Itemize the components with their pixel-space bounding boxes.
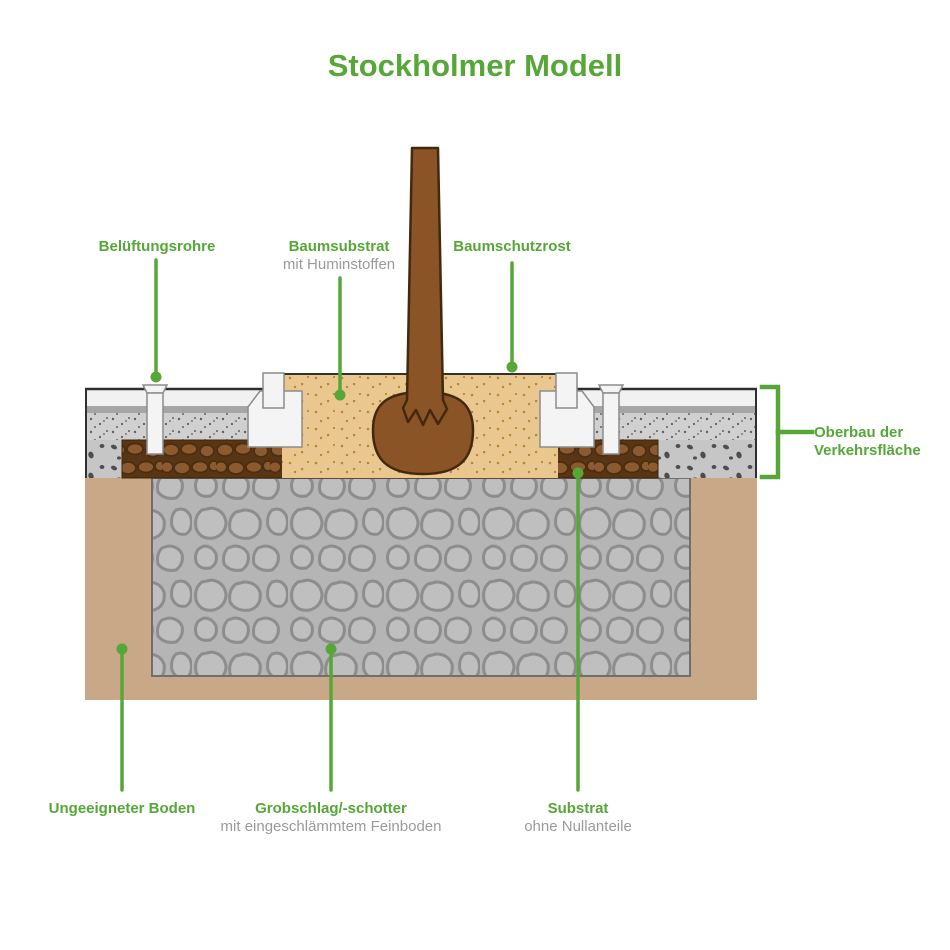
label-belueftungsrohre-text: Belüftungsrohre: [98, 238, 216, 255]
label-grobschlag-subtext: mit eingeschlämmtem Feinboden: [220, 818, 442, 835]
pointer-lines: [120, 258, 580, 792]
pointer-dots: [116, 361, 584, 655]
tree-protection-grate: [247, 372, 595, 448]
label-baumsubstrat-text: Baumsubstrat: [288, 238, 390, 255]
aeration-pipe-left-flange: [141, 384, 169, 394]
label-oberbau-line1: Oberbau der: [814, 424, 904, 441]
label-ungeeigneter-boden-text: Ungeeigneter Boden: [48, 800, 196, 817]
aeration-pipe-right: [602, 392, 620, 455]
grate-curb-right: [539, 390, 595, 448]
label-grobschlag-text: Grobschlag/-schotter: [255, 800, 407, 817]
label-baumsubstrat: Baumsubstrat mit Huminstoffen: [283, 238, 395, 274]
label-belueftungsrohre: Belüftungsrohre: [99, 238, 216, 256]
aeration-pipe-left: [146, 392, 164, 455]
label-oberbau: Oberbau der Verkehrsfläche: [814, 424, 921, 460]
page-title: Stockholmer Modell: [327, 48, 623, 83]
label-baumschutzrost: Baumschutzrost: [453, 238, 571, 256]
aeration-pipe-right-flange: [597, 384, 625, 394]
grate-curb-left: [247, 390, 303, 448]
oberbau-bracket: [759, 384, 815, 480]
root-ball: [371, 390, 475, 476]
label-ungeeigneter-boden: Ungeeigneter Boden: [49, 800, 196, 818]
label-grobschlag: Grobschlag/-schotter mit eingeschlämmtem…: [221, 800, 442, 836]
label-substrat-text: Substrat: [547, 800, 609, 817]
label-substrat: Substrat ohne Nullanteile: [524, 800, 632, 836]
grate-lip-left: [262, 372, 285, 409]
tree-trunk: [401, 146, 449, 427]
grate-lip-right: [555, 372, 578, 409]
coarse-gravel-layer: [151, 477, 691, 677]
label-baumsubstrat-subtext: mit Huminstoffen: [282, 256, 396, 273]
aeration-pipes: [141, 384, 625, 455]
label-substrat-subtext: ohne Nullanteile: [524, 818, 632, 835]
label-baumschutzrost-text: Baumschutzrost: [453, 238, 571, 255]
label-oberbau-line2: Verkehrsfläche: [814, 442, 921, 459]
